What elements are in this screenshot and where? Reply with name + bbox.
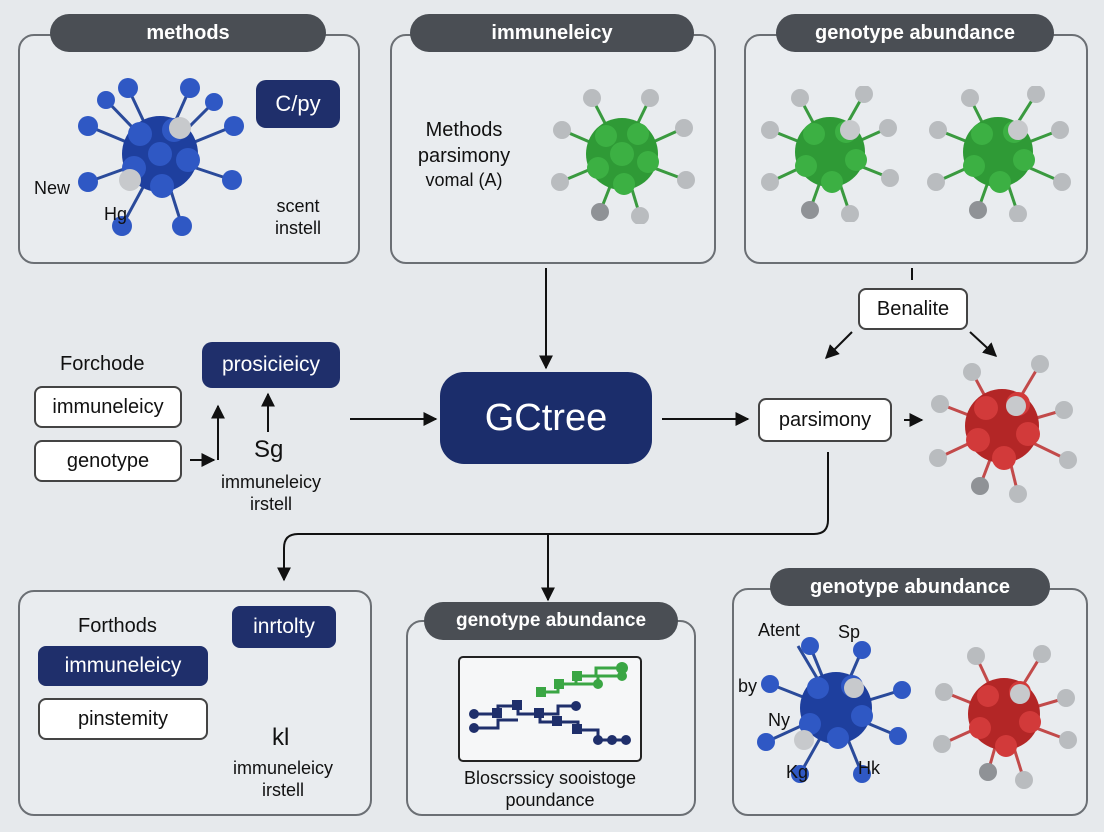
note-immuneleicy: immuneleicy [220, 472, 322, 492]
label-atent: Atent [758, 620, 801, 640]
label-by: by [738, 676, 758, 696]
label-ny: Ny [768, 710, 790, 730]
panel-immuneleicy [390, 34, 716, 264]
box-parsimony: parsimony [758, 398, 892, 442]
text-parsimony: parsimony [417, 145, 511, 167]
hub-gctree: GCtree [440, 372, 652, 464]
note-scent: scent [276, 196, 320, 216]
panel-methods-tag: methods [50, 14, 326, 52]
box-immuneleicy: immuneleicy [34, 386, 182, 428]
label-new: New [34, 178, 71, 198]
badge-prosicieicy: prosicieicy [202, 342, 340, 388]
badge-inrtolty: inrtolty [232, 606, 336, 648]
pill-immuneleicy: immuneleicy [38, 646, 208, 686]
caption-line-1: Bloscrssicy sooistoge [463, 768, 637, 788]
label-forthods: Forthods [78, 615, 157, 637]
panel-genotype-abundance-top-tag: genotype abundance [776, 14, 1054, 52]
label-forchode: Forchode [60, 353, 145, 375]
panel-genotype-abundance-bottom-tag: genotype abundance [770, 568, 1050, 606]
molecule-red-icon [933, 645, 1077, 789]
note-immuneleicy-bl: immuneleicy [232, 758, 334, 778]
text-vomal: vomal (A) [425, 170, 503, 190]
label-kl: kl [272, 724, 290, 751]
molecule-blue-icon [78, 78, 244, 236]
note-irstell: irstell [249, 494, 292, 514]
label-hg: Hg [104, 204, 128, 224]
pill-pinstemity: pinstemity [38, 698, 208, 740]
return-path [277, 452, 829, 582]
arrow-benalite-left [825, 331, 853, 359]
label-kg: Kg [786, 762, 809, 782]
molecule-green-icon [761, 86, 899, 222]
molecule-green-icon [551, 89, 695, 224]
label-sp: Sp [838, 622, 861, 642]
note-instell: instell [274, 218, 322, 238]
label-sg: Sg [254, 436, 284, 463]
molecule-green-icon [927, 86, 1071, 222]
label-hk: Hk [858, 758, 880, 778]
molecule-red-icon [929, 355, 1077, 503]
arrow-benalite-right [969, 331, 998, 357]
text-methods: Methods [425, 119, 503, 141]
badge-cpy: C/py [256, 80, 340, 128]
panel-genotype-abundance-mid-tag: genotype abundance [424, 602, 678, 640]
network-chart-icon [458, 656, 642, 762]
molecule-blue-icon [757, 637, 911, 783]
panel-immuneleicy-tag: immuneleicy [410, 14, 694, 52]
box-benalite: Benalite [858, 288, 968, 330]
note-irstell-bl: irstell [261, 780, 304, 800]
box-genotype: genotype [34, 440, 182, 482]
caption-line-2: poundance [505, 790, 595, 810]
